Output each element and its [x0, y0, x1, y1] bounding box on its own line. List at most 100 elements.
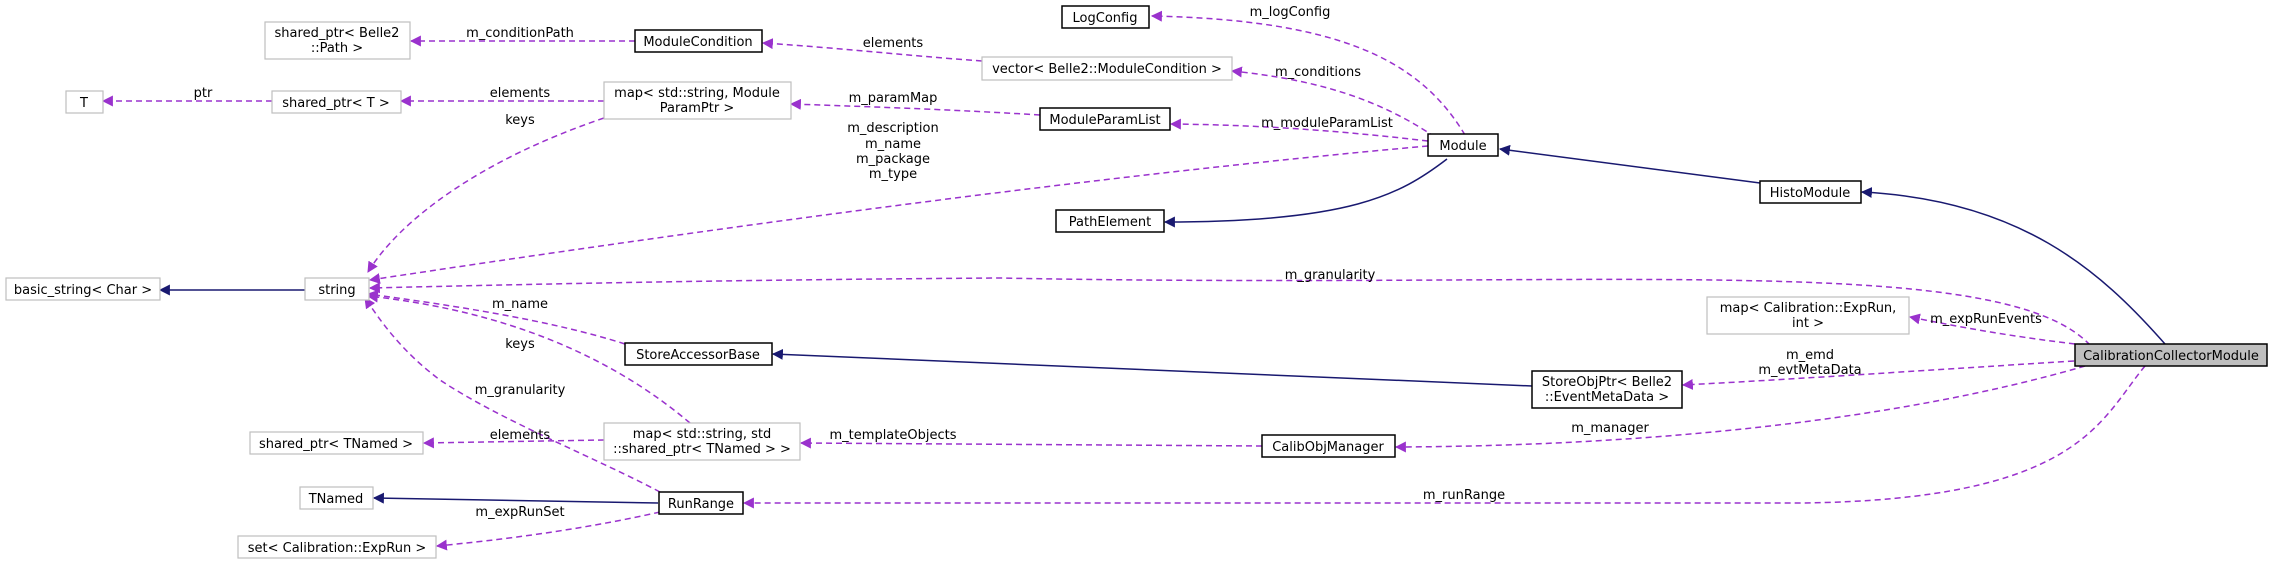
edge-maptnamed-keys-string	[366, 291, 691, 424]
label-m-exprunevents: m_expRunEvents	[1930, 312, 2042, 327]
svg-text:ModuleParamList: ModuleParamList	[1049, 113, 1160, 128]
label-ptr: ptr	[194, 86, 213, 101]
label-m-name-module: m_name	[865, 137, 921, 152]
label-m-runrange: m_runRange	[1423, 488, 1505, 503]
node-t[interactable]: T	[65, 90, 104, 114]
label-keys-param: keys	[505, 113, 535, 128]
label-keys-tnamed: keys	[505, 337, 535, 352]
node-map-exprun-int[interactable]: map< Calibration::ExpRun, int >	[1706, 296, 1910, 335]
edge-storeaccessorbase-to-storeobjptr	[771, 348, 1533, 387]
node-runrange[interactable]: RunRange	[658, 491, 744, 515]
label-elements-param: elements	[490, 86, 551, 101]
svg-text:::Path >: ::Path >	[311, 41, 363, 56]
edge-tnamed-to-runrange	[372, 492, 659, 504]
node-moduleparamlist[interactable]: ModuleParamList	[1039, 107, 1171, 131]
svg-text:vector< Belle2::ModuleConditio: vector< Belle2::ModuleCondition >	[992, 62, 1222, 77]
node-storeaccessorbase[interactable]: StoreAccessorBase	[624, 342, 773, 366]
edge-calibrationcollector-m-runrange	[742, 365, 2146, 509]
label-m-conditions: m_conditions	[1275, 65, 1361, 80]
label-m-manager: m_manager	[1571, 421, 1649, 436]
edge-calibobjmanager-m-templateobjects	[799, 437, 1263, 449]
svg-text:map< Calibration::ExpRun,: map< Calibration::ExpRun,	[1720, 301, 1897, 316]
node-tnamed[interactable]: TNamed	[299, 486, 374, 510]
svg-text:::EventMetaData >: ::EventMetaData >	[1545, 390, 1669, 405]
edge-module-m-logconfig	[1150, 10, 1466, 136]
svg-text:T: T	[79, 96, 88, 111]
svg-text:string: string	[318, 283, 355, 298]
edge-module-m-conditions	[1230, 66, 1436, 138]
label-m-type: m_type	[869, 167, 917, 182]
svg-text:set< Calibration::ExpRun >: set< Calibration::ExpRun >	[248, 541, 427, 556]
edge-module-to-histomodule	[1498, 144, 1761, 184]
edge-vector-elements-modulecondition	[761, 38, 983, 62]
label-m-granularity-top: m_granularity	[1285, 268, 1376, 283]
node-pathelement[interactable]: PathElement	[1055, 209, 1165, 233]
label-elements-tnamed: elements	[490, 428, 551, 443]
label-m-logconfig: m_logConfig	[1250, 5, 1331, 20]
edge-module-m-moduleparamlist	[1169, 118, 1429, 142]
node-set-exprun[interactable]: set< Calibration::ExpRun >	[237, 535, 437, 559]
svg-text:map< std::string, Module: map< std::string, Module	[614, 86, 780, 101]
label-m-package: m_package	[856, 152, 930, 167]
edge-calibrationcollector-m-exprunevents	[1908, 313, 2076, 345]
label-elements-conditions: elements	[863, 36, 924, 51]
label-m-description: m_description	[847, 121, 938, 136]
node-modulecondition[interactable]: ModuleCondition	[634, 29, 763, 53]
svg-text:basic_string< Char >: basic_string< Char >	[14, 283, 152, 298]
label-m-granularity-left: m_granularity	[475, 383, 566, 398]
node-calibobjmanager[interactable]: CalibObjManager	[1261, 434, 1396, 458]
label-m-evtmetadata: m_evtMetaData	[1758, 363, 1861, 378]
edge-runrange-m-granularity	[364, 297, 661, 493]
edge-map-keys-string	[367, 117, 605, 273]
label-m-exprunset: m_expRunSet	[475, 505, 564, 520]
label-m-templateobjects: m_templateObjects	[830, 428, 957, 443]
svg-text:PathElement: PathElement	[1069, 215, 1151, 230]
node-calibrationcollectormodule[interactable]: CalibrationCollectorModule	[2074, 343, 2268, 367]
label-m-emd: m_emd	[1786, 348, 1834, 363]
edge-calibrationcollector-m-emd	[1681, 360, 2075, 390]
svg-text:map< std::string, std: map< std::string, std	[633, 427, 772, 442]
node-sharedptr-tnamed[interactable]: shared_ptr< TNamed >	[249, 431, 424, 455]
svg-text:HistoModule: HistoModule	[1770, 186, 1850, 201]
label-m-name-storeaccessor: m_name	[492, 297, 548, 312]
edge-calibrationcollector-m-manager	[1394, 365, 2086, 453]
svg-text:shared_ptr< T >: shared_ptr< T >	[282, 96, 389, 111]
svg-text:shared_ptr< TNamed >: shared_ptr< TNamed >	[259, 437, 413, 452]
edge-pathelement-to-module	[1163, 158, 1448, 228]
node-module[interactable]: Module	[1427, 133, 1499, 157]
node-storeobjptr[interactable]: StoreObjPtr< Belle2 ::EventMetaData >	[1531, 370, 1683, 409]
svg-text:Module: Module	[1439, 139, 1486, 154]
node-string[interactable]: string	[304, 277, 370, 301]
node-logconfig[interactable]: LogConfig	[1061, 5, 1150, 29]
label-m-conditionpath: m_conditionPath	[466, 26, 574, 41]
node-map-tnamed[interactable]: map< std::string, std ::shared_ptr< TNam…	[603, 422, 801, 461]
svg-text:StoreAccessorBase: StoreAccessorBase	[636, 348, 760, 363]
svg-text:int >: int >	[1792, 316, 1824, 331]
svg-text:CalibObjManager: CalibObjManager	[1272, 440, 1384, 455]
node-sharedptr-path[interactable]: shared_ptr< Belle2 ::Path >	[264, 21, 411, 60]
edge-histomodule-to-calibrationcollectormodule	[1860, 187, 2166, 345]
svg-text:TNamed: TNamed	[308, 492, 364, 507]
svg-text:RunRange: RunRange	[668, 497, 734, 512]
svg-text:shared_ptr< Belle2: shared_ptr< Belle2	[275, 26, 400, 41]
node-sharedptr-t[interactable]: shared_ptr< T >	[271, 90, 402, 114]
node-histomodule[interactable]: HistoModule	[1759, 180, 1862, 204]
svg-text:CalibrationCollectorModule: CalibrationCollectorModule	[2083, 349, 2259, 364]
node-map-moduleparamptr[interactable]: map< std::string, Module ParamPtr >	[603, 81, 792, 120]
edge-runrange-m-exprunset	[435, 511, 661, 551]
label-m-moduleparamlist: m_moduleParamList	[1261, 116, 1393, 131]
label-m-parammap: m_paramMap	[849, 91, 938, 106]
edge-calibrationcollector-m-granularity	[368, 277, 2091, 346]
svg-text:ParamPtr >: ParamPtr >	[660, 101, 735, 116]
svg-text:ModuleCondition: ModuleCondition	[643, 35, 752, 50]
svg-text:::shared_ptr< TNamed > >: ::shared_ptr< TNamed > >	[613, 442, 791, 457]
svg-text:StoreObjPtr< Belle2: StoreObjPtr< Belle2	[1542, 375, 1672, 390]
edge-storeaccessorbase-m-name	[366, 289, 626, 345]
edge-module-strings	[368, 145, 1429, 284]
edge-moduleparamlist-m-parammap	[789, 98, 1041, 116]
node-vector-modulecondition[interactable]: vector< Belle2::ModuleCondition >	[981, 56, 1233, 81]
svg-text:LogConfig: LogConfig	[1073, 11, 1138, 26]
node-basicstring[interactable]: basic_string< Char >	[5, 277, 161, 301]
edge-maptnamed-elements-sharedptr-tnamed	[422, 437, 605, 449]
